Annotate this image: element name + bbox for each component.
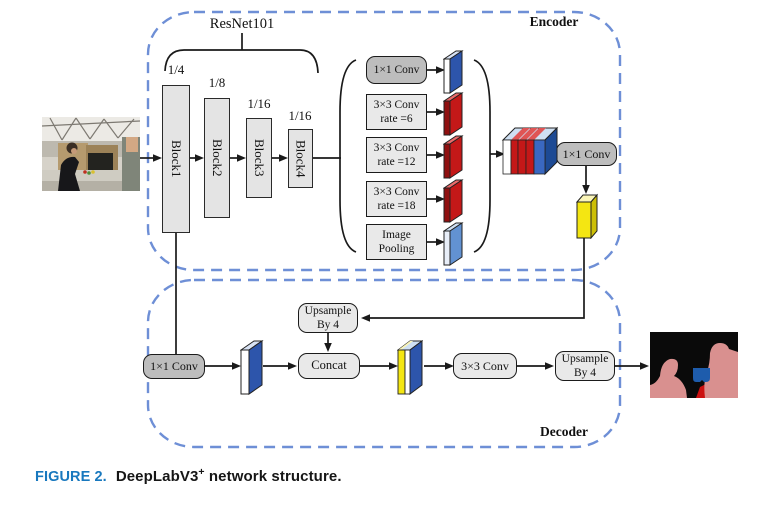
resnet101-label: ResNet101 <box>209 16 275 32</box>
figure-title-sup: + <box>198 466 205 478</box>
block1-scale-label: 1/4 <box>167 62 185 77</box>
upsample-by4-top-box: Upsample By 4 <box>298 303 358 333</box>
decoder-concat-stack-icon <box>397 336 423 396</box>
aspp-rate12-box: 3×3 Conv rate =12 <box>366 137 427 173</box>
block3-scale-label: 1/16 <box>247 96 271 111</box>
feature-map-yellow-icon <box>576 193 599 239</box>
aspp-rate18-box: 3×3 Conv rate =18 <box>366 181 427 217</box>
aspp-conv1x1-box: 1×1 Conv <box>366 56 427 84</box>
aspp-conv1x1-label: 1×1 Conv <box>373 63 420 76</box>
block2-scale-label: 1/8 <box>208 75 226 90</box>
block4-scale-label: 1/16 <box>288 108 312 123</box>
block1-box: Block1 <box>162 85 190 233</box>
aspp-rate6-box: 3×3 Conv rate =6 <box>366 94 427 130</box>
conv3x3-box: 3×3 Conv <box>453 353 517 379</box>
concat-box: Concat <box>298 353 360 379</box>
block4-box: Block4 <box>288 129 313 188</box>
aspp-image-pooling-box: Image Pooling <box>366 224 427 260</box>
aspp-open-brace <box>339 59 357 253</box>
feature-map-red-icon <box>443 176 465 224</box>
feature-map-red-icon <box>443 89 465 137</box>
block2-box: Block2 <box>204 98 230 218</box>
concat-feature-stack-icon <box>501 126 559 176</box>
segmentation-output-image <box>650 332 738 398</box>
figure-title-rest: network structure. <box>204 468 342 485</box>
feature-map-red-icon <box>443 132 465 180</box>
encoder-label: Encoder <box>529 14 579 29</box>
block3-box: Block3 <box>246 118 272 198</box>
decoder-label: Decoder <box>540 424 588 439</box>
encoder-border <box>146 10 622 272</box>
encoder-projection-conv-box: 1×1 Conv <box>556 142 617 166</box>
decoder-border <box>146 278 622 449</box>
feature-map-blue-icon <box>443 47 465 95</box>
lowlevel-feature-map-icon <box>240 336 264 396</box>
feature-map-lightblue-icon <box>443 219 465 267</box>
upsample-by4-out-box: Upsample By 4 <box>555 351 615 381</box>
figure-number-label: FIGURE 2. <box>35 469 107 485</box>
aspp-close-brace <box>473 59 491 253</box>
input-image <box>42 117 140 191</box>
connector-lines <box>140 33 642 367</box>
figure-title-main: DeepLabV3 <box>115 468 199 485</box>
figure-caption: FIGURE 2. DeepLabV3+ network structure. <box>35 466 342 485</box>
decoder-lowlevel-conv-box: 1×1 Conv <box>143 354 205 379</box>
